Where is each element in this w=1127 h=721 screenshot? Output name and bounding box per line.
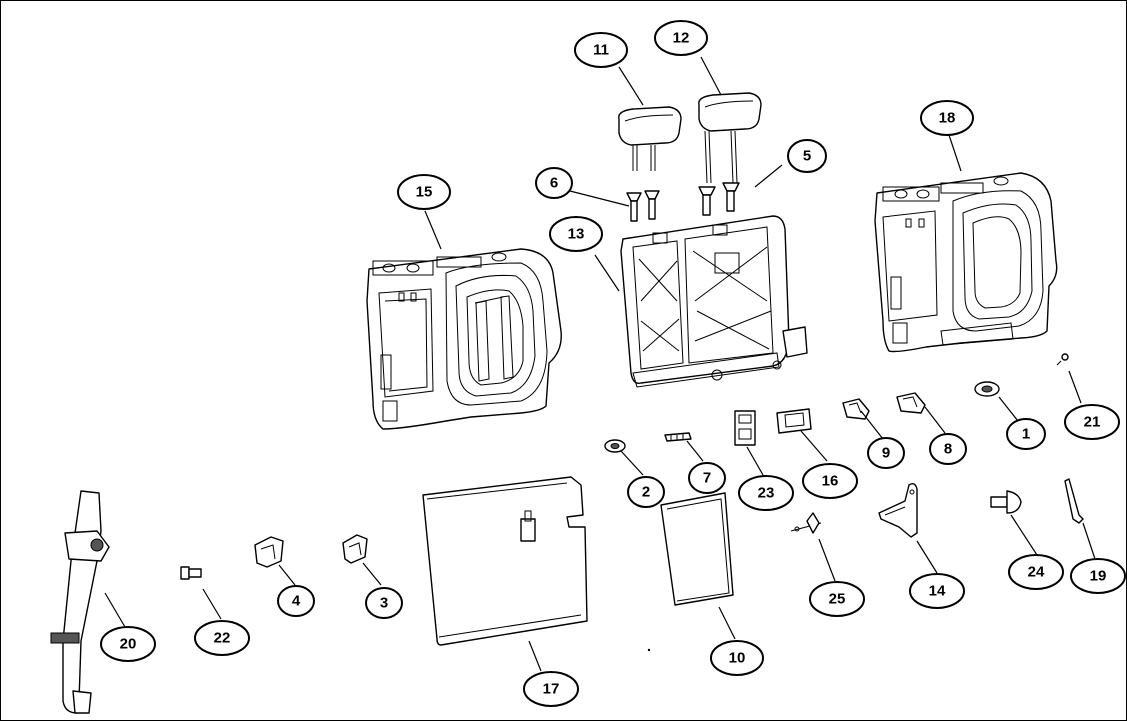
callout-15-label: 15	[416, 184, 433, 201]
part-18-seat-back-cover-right[interactable]	[874, 172, 1058, 353]
part-8-bracket[interactable]	[896, 392, 926, 414]
part-3-bracket[interactable]	[342, 534, 368, 564]
part-25-fastener[interactable]	[790, 512, 822, 534]
callout-14[interactable]: 14	[909, 573, 965, 609]
callout-24-label: 24	[1028, 564, 1045, 581]
callout-5-label: 5	[803, 148, 811, 165]
callout-19-label: 19	[1090, 568, 1107, 585]
part-24-push-pin[interactable]	[990, 490, 1022, 514]
callout-8-label: 8	[944, 441, 952, 458]
callout-12-label: 12	[673, 30, 690, 47]
part-20-seat-belt[interactable]	[50, 490, 110, 714]
callout-7[interactable]: 7	[688, 462, 726, 494]
part-22-bolt[interactable]	[180, 566, 202, 580]
callout-9[interactable]: 9	[867, 437, 905, 469]
callout-21-label: 21	[1084, 414, 1101, 431]
part-10-trim-panel[interactable]	[660, 492, 734, 606]
callout-22[interactable]: 22	[194, 620, 250, 656]
callout-2[interactable]: 2	[627, 476, 665, 508]
part-12-head-restraint[interactable]	[698, 92, 762, 184]
part-11-head-restraint[interactable]	[618, 106, 682, 171]
callout-9-label: 9	[882, 445, 890, 462]
callout-11-label: 11	[593, 42, 609, 59]
callout-21[interactable]: 21	[1064, 404, 1120, 440]
callout-16-label: 16	[822, 473, 839, 490]
part-16-release-handle[interactable]	[776, 408, 812, 434]
callout-22-label: 22	[214, 630, 231, 647]
callout-11[interactable]: 11	[574, 32, 628, 68]
callout-15[interactable]: 15	[397, 174, 451, 210]
callout-23-label: 23	[758, 485, 775, 502]
part-6-head-restraint-guides[interactable]	[626, 190, 660, 222]
callout-6-label: 6	[550, 175, 558, 192]
part-7-clip[interactable]	[664, 432, 692, 442]
callout-24[interactable]: 24	[1008, 554, 1064, 590]
callout-20-label: 20	[120, 636, 137, 653]
callout-10[interactable]: 10	[710, 640, 764, 676]
callout-2-label: 2	[642, 484, 650, 501]
part-13-seat-back-frame[interactable]	[620, 215, 808, 388]
part-5-head-restraint-guides[interactable]	[698, 182, 740, 216]
callout-13[interactable]: 13	[549, 216, 603, 252]
part-9-bracket[interactable]	[842, 398, 870, 420]
stray-dot	[647, 648, 651, 652]
callout-5[interactable]: 5	[787, 139, 827, 173]
callout-17[interactable]: 17	[523, 671, 579, 707]
part-4-bracket[interactable]	[254, 536, 284, 568]
callout-16[interactable]: 16	[802, 463, 858, 499]
callout-1-label: 1	[1022, 426, 1030, 443]
callout-4-label: 4	[292, 593, 301, 610]
part-1-pivot-cover[interactable]	[974, 381, 1000, 397]
callout-6[interactable]: 6	[535, 167, 573, 199]
callout-13-label: 13	[568, 226, 585, 243]
callout-14-label: 14	[929, 583, 946, 600]
callout-19[interactable]: 19	[1070, 558, 1126, 594]
callout-20[interactable]: 20	[100, 626, 156, 662]
part-14-bracket[interactable]	[878, 482, 918, 538]
leader-lines	[104, 56, 1096, 672]
callout-3-label: 3	[380, 595, 388, 612]
callout-25[interactable]: 25	[809, 581, 865, 617]
callout-10-label: 10	[729, 650, 746, 667]
callout-12[interactable]: 12	[654, 20, 708, 56]
callout-23[interactable]: 23	[738, 475, 794, 511]
callout-18[interactable]: 18	[920, 100, 974, 136]
callout-17-label: 17	[543, 681, 560, 698]
part-23-latch-bezel[interactable]	[734, 410, 756, 446]
part-19-rod[interactable]	[1064, 478, 1084, 524]
part-2-pivot-cover[interactable]	[604, 439, 626, 453]
part-17-back-panel[interactable]	[422, 476, 588, 646]
callout-25-label: 25	[829, 591, 846, 608]
callout-4[interactable]: 4	[277, 585, 315, 617]
callout-1[interactable]: 1	[1006, 418, 1046, 450]
callout-8[interactable]: 8	[929, 433, 967, 465]
callout-3[interactable]: 3	[365, 587, 403, 619]
callout-7-label: 7	[703, 470, 711, 487]
callout-18-label: 18	[939, 110, 956, 127]
part-21-screw[interactable]	[1056, 353, 1069, 366]
part-15-seat-back-cover-left[interactable]	[366, 248, 562, 430]
